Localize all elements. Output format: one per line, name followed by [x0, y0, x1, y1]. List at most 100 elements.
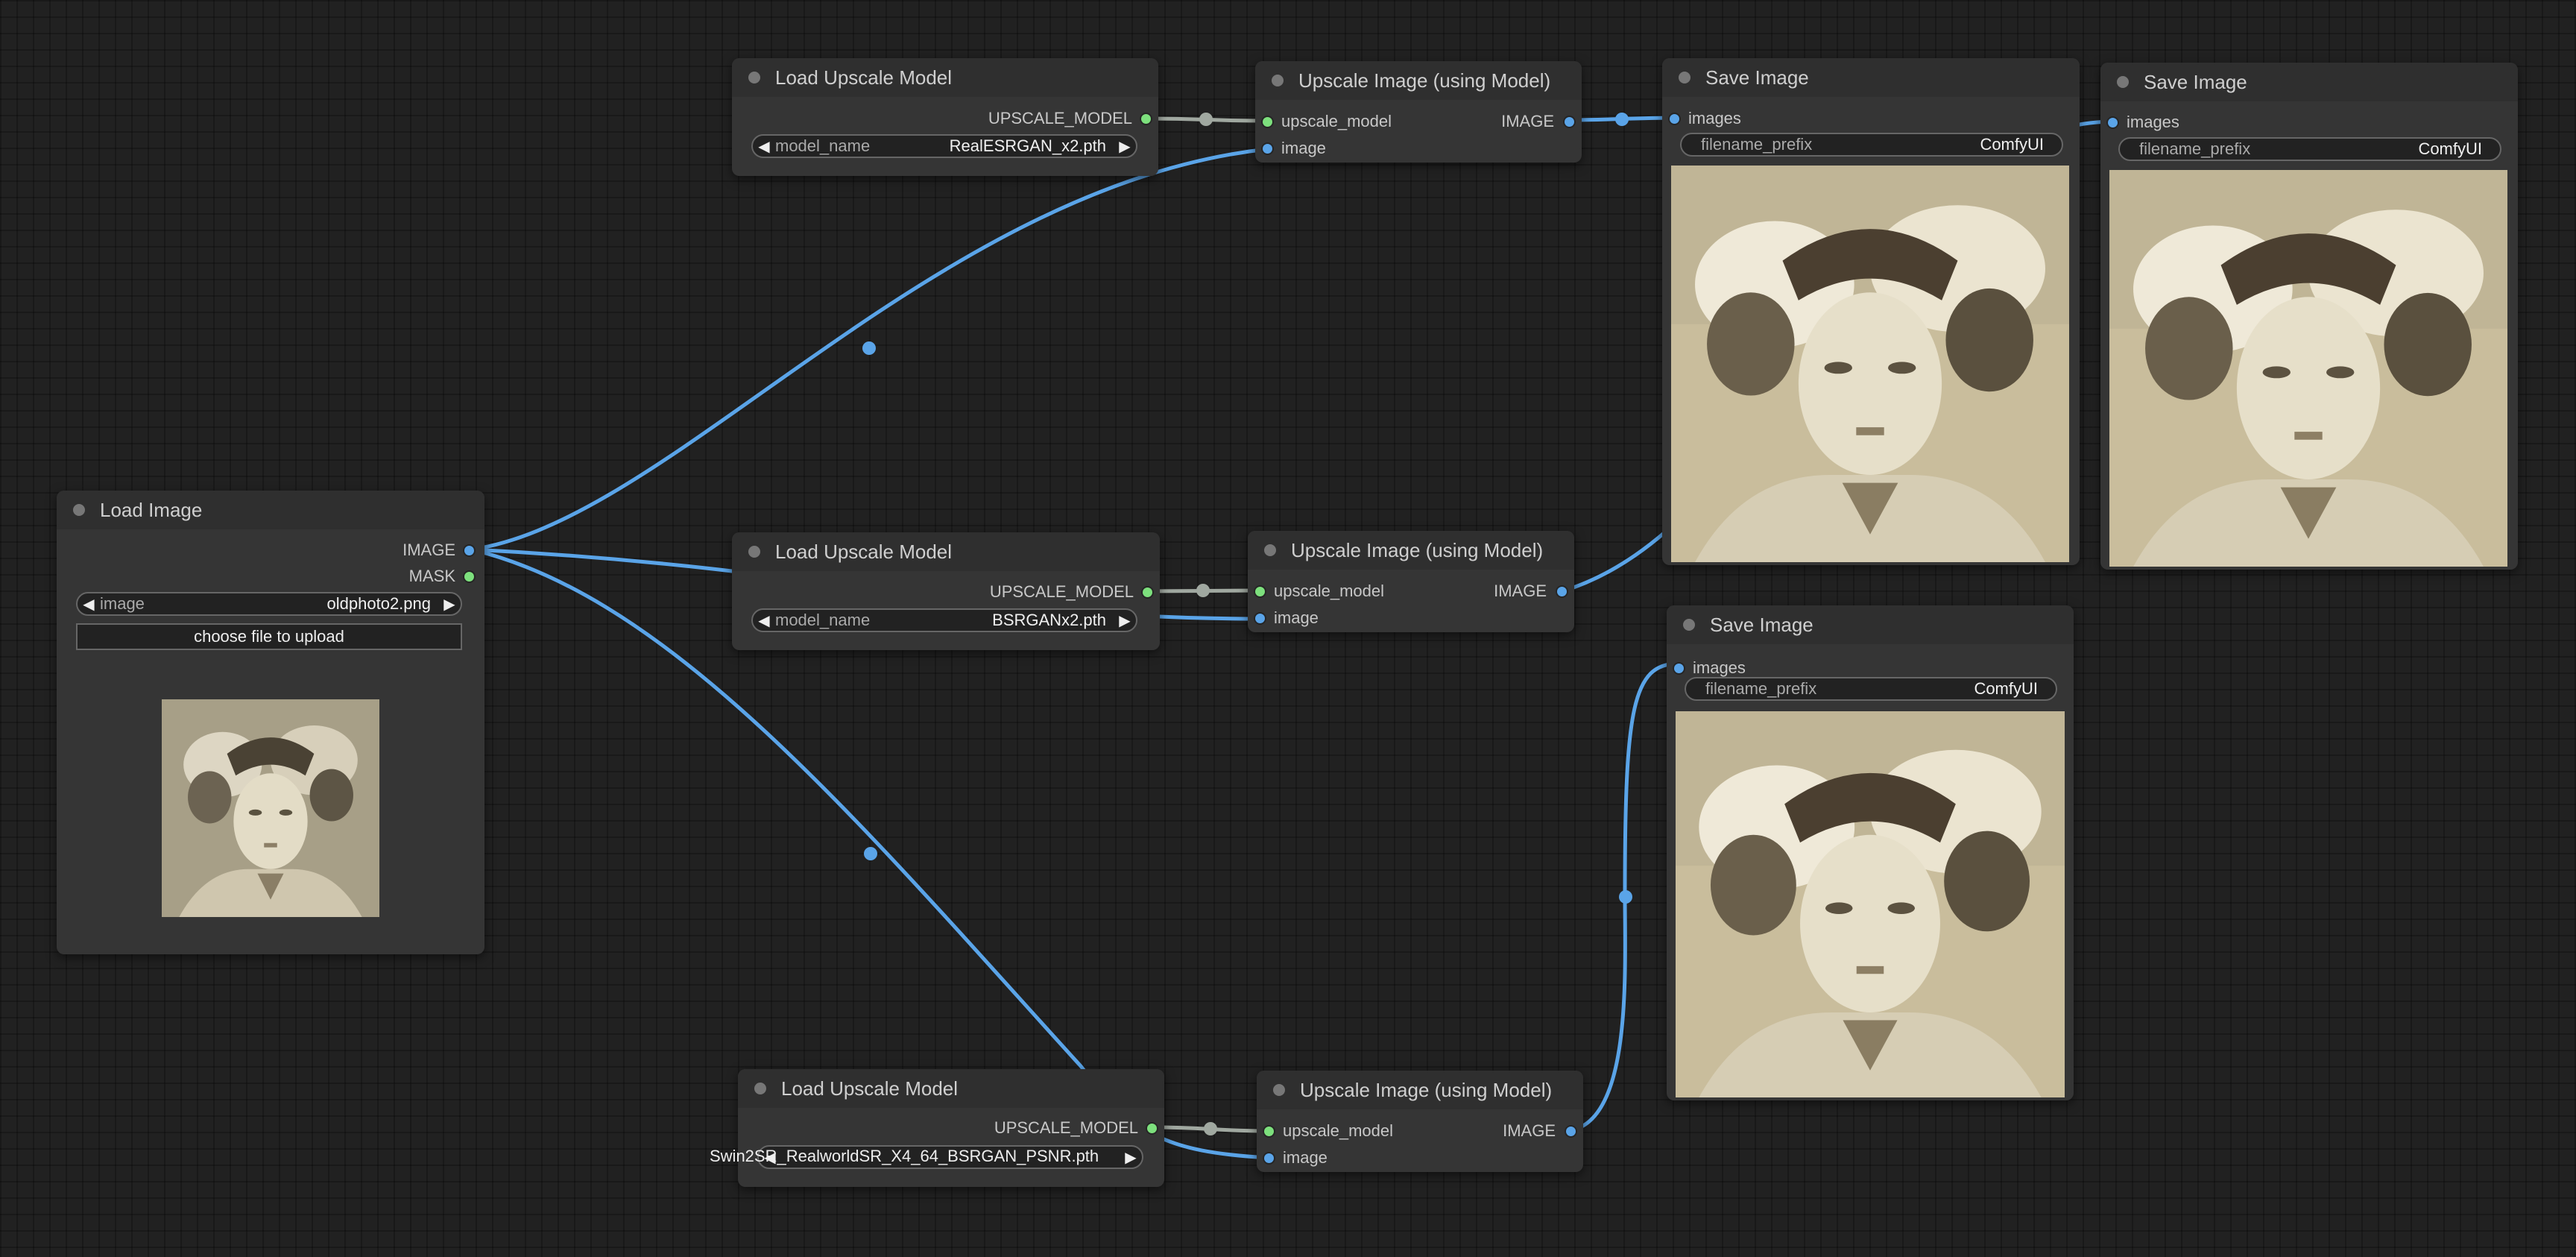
slot-dot-icon[interactable] — [1263, 116, 1272, 127]
input-slot-images[interactable]: images — [2108, 113, 2179, 132]
node-collapse-dot-icon[interactable] — [1264, 544, 1276, 556]
node-title-bar[interactable]: Save Image — [1662, 58, 2080, 97]
input-slot-image[interactable]: image — [1255, 608, 1319, 628]
arrow-right-icon[interactable]: ▶ — [1119, 612, 1131, 629]
input-slot-images[interactable]: images — [1670, 109, 1741, 128]
node-title-bar[interactable]: Save Image — [1667, 605, 2074, 644]
slot-dot-icon[interactable] — [1264, 1126, 1274, 1136]
node-title: Upscale Image (using Model) — [1298, 69, 1551, 92]
node-title-bar[interactable]: Save Image — [2100, 63, 2518, 101]
node-load-upscale-model-1[interactable]: Load Upscale Model UPSCALE_MODEL ◀ model… — [732, 58, 1158, 176]
node-collapse-dot-icon[interactable] — [748, 72, 760, 84]
slot-dot-icon[interactable] — [1264, 1153, 1274, 1163]
link-reroute-dot — [1619, 890, 1632, 904]
input-slot-image[interactable]: image — [1264, 1148, 1328, 1168]
slot-dot-icon[interactable] — [1557, 586, 1567, 596]
slot-dot-icon[interactable] — [2108, 117, 2118, 127]
input-slot-images[interactable]: images — [1674, 658, 1746, 678]
node-collapse-dot-icon[interactable] — [748, 546, 760, 558]
model-name-select-widget[interactable]: ◀ model_name RealESRGAN_x2.pth ▶ — [751, 134, 1137, 158]
widget-value: ComfyUI — [1974, 679, 2038, 698]
output-slot-upscale-model[interactable]: UPSCALE_MODEL — [994, 1118, 1157, 1138]
node-load-upscale-model-3[interactable]: Load Upscale Model UPSCALE_MODEL ◀ ▶ Swi… — [710, 1069, 1164, 1187]
filename-prefix-widget[interactable]: filename_prefix ComfyUI — [2118, 137, 2501, 161]
output-slot-image[interactable]: IMAGE — [402, 541, 474, 560]
slot-dot-icon[interactable] — [1141, 113, 1151, 124]
slot-dot-icon[interactable] — [464, 545, 474, 555]
slot-dot-icon[interactable] — [1565, 116, 1574, 127]
slot-label: upscale_model — [1281, 112, 1392, 130]
node-title-bar[interactable]: Load Upscale Model — [738, 1069, 1164, 1108]
output-image-preview — [1676, 711, 2065, 1097]
input-slot-upscale-model[interactable]: upscale_model — [1263, 112, 1392, 131]
slot-dot-icon[interactable] — [1566, 1126, 1576, 1136]
arrow-right-icon[interactable]: ▶ — [443, 596, 455, 613]
slot-dot-icon[interactable] — [1143, 587, 1152, 597]
output-slot-image[interactable]: IMAGE — [1494, 582, 1567, 601]
node-load-image[interactable]: Load Image IMAGE MASK ◀ image oldphoto2.… — [57, 491, 484, 954]
arrow-left-icon[interactable]: ◀ — [83, 596, 95, 613]
output-slot-image[interactable]: IMAGE — [1501, 112, 1574, 131]
widget-name: image — [100, 594, 145, 613]
node-collapse-dot-icon[interactable] — [2117, 76, 2129, 88]
input-slot-upscale-model[interactable]: upscale_model — [1255, 582, 1384, 601]
output-image-preview — [2109, 170, 2507, 567]
slot-dot-icon[interactable] — [1670, 113, 1679, 124]
widget-name: filename_prefix — [1701, 135, 1813, 154]
node-collapse-dot-icon[interactable] — [1272, 75, 1284, 86]
slot-dot-icon[interactable] — [1255, 586, 1265, 596]
node-title-bar[interactable]: Upscale Image (using Model) — [1255, 61, 1582, 100]
choose-file-button[interactable]: choose file to upload — [76, 623, 462, 650]
slot-label: UPSCALE_MODEL — [989, 582, 1134, 601]
node-title-bar[interactable]: Load Upscale Model — [732, 58, 1158, 97]
slot-label: IMAGE — [1501, 112, 1554, 130]
node-save-image-2[interactable]: Save Image images filename_prefix ComfyU… — [2100, 63, 2518, 570]
slot-dot-icon[interactable] — [1147, 1123, 1157, 1133]
node-collapse-dot-icon[interactable] — [73, 504, 85, 516]
node-collapse-dot-icon[interactable] — [1273, 1084, 1285, 1096]
node-title-bar[interactable]: Upscale Image (using Model) — [1257, 1071, 1583, 1109]
input-slot-upscale-model[interactable]: upscale_model — [1264, 1121, 1393, 1141]
node-collapse-dot-icon[interactable] — [754, 1083, 766, 1094]
node-title-bar[interactable]: Upscale Image (using Model) — [1248, 531, 1574, 570]
node-save-image-1[interactable]: Save Image images filename_prefix ComfyU… — [1662, 58, 2080, 565]
node-title: Save Image — [1705, 66, 1809, 89]
arrow-right-icon[interactable]: ▶ — [1125, 1149, 1137, 1166]
model-name-select-widget[interactable]: ◀ ▶ — [757, 1145, 1143, 1169]
slot-label: images — [1688, 109, 1741, 127]
node-upscale-image-1[interactable]: Upscale Image (using Model) upscale_mode… — [1255, 61, 1582, 163]
filename-prefix-widget[interactable]: filename_prefix ComfyUI — [1685, 677, 2057, 701]
output-slot-upscale-model[interactable]: UPSCALE_MODEL — [990, 582, 1152, 602]
slot-dot-icon[interactable] — [1255, 613, 1265, 623]
node-collapse-dot-icon[interactable] — [1679, 72, 1690, 84]
widget-name: model_name — [775, 136, 871, 155]
image-select-widget[interactable]: ◀ image oldphoto2.png ▶ — [76, 592, 462, 616]
node-load-upscale-model-2[interactable]: Load Upscale Model UPSCALE_MODEL ◀ model… — [732, 532, 1160, 650]
widget-value: BSRGANx2.pth — [992, 611, 1106, 629]
node-save-image-3[interactable]: Save Image images filename_prefix ComfyU… — [1667, 605, 2074, 1100]
arrow-right-icon[interactable]: ▶ — [1119, 138, 1131, 155]
slot-dot-icon[interactable] — [464, 571, 474, 582]
node-collapse-dot-icon[interactable] — [1683, 619, 1695, 631]
widget-value: oldphoto2.png — [326, 594, 431, 613]
arrow-left-icon[interactable]: ◀ — [758, 612, 770, 629]
output-slot-image[interactable]: IMAGE — [1503, 1121, 1576, 1141]
slot-dot-icon[interactable] — [1263, 143, 1272, 154]
widget-name: filename_prefix — [2139, 139, 2251, 158]
slot-dot-icon[interactable] — [1674, 663, 1684, 673]
filename-prefix-widget[interactable]: filename_prefix ComfyUI — [1680, 133, 2063, 157]
output-slot-upscale-model[interactable]: UPSCALE_MODEL — [988, 109, 1151, 128]
model-name-select-widget[interactable]: ◀ model_name BSRGANx2.pth ▶ — [751, 608, 1137, 632]
arrow-left-icon[interactable]: ◀ — [764, 1149, 776, 1166]
slot-label: images — [2127, 113, 2179, 131]
output-slot-mask[interactable]: MASK — [409, 567, 474, 586]
node-title-bar[interactable]: Load Image — [57, 491, 484, 529]
node-upscale-image-3[interactable]: Upscale Image (using Model) upscale_mode… — [1257, 1071, 1583, 1172]
input-slot-image[interactable]: image — [1263, 139, 1326, 158]
arrow-left-icon[interactable]: ◀ — [758, 138, 770, 155]
link-reroute-dot — [862, 341, 876, 355]
node-upscale-image-2[interactable]: Upscale Image (using Model) upscale_mode… — [1248, 531, 1574, 632]
node-title-bar[interactable]: Load Upscale Model — [732, 532, 1160, 571]
slot-label: IMAGE — [1494, 582, 1547, 600]
